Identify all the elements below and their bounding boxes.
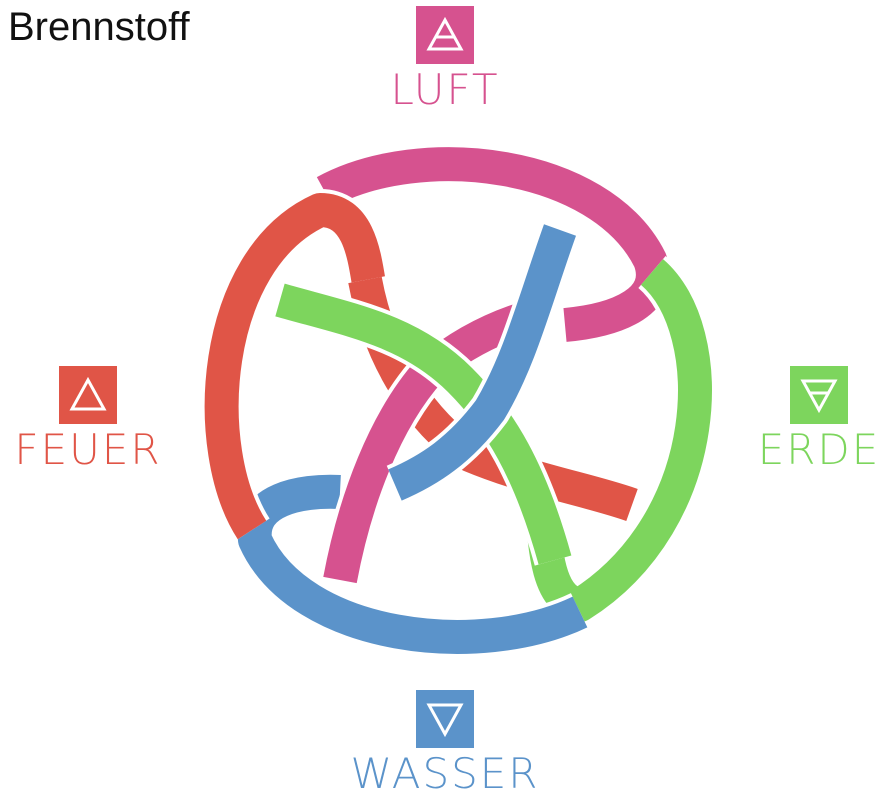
erde-label: ERDE [757, 425, 881, 474]
element-erde: ERDE [756, 366, 882, 476]
wasser-band-inner [386, 222, 580, 505]
erde-band-inner [274, 279, 576, 566]
air-triangle-icon [416, 6, 474, 64]
luft-band-inner [319, 300, 527, 584]
luft-band-arc [314, 143, 674, 346]
wasser-band-arc [233, 470, 590, 658]
water-triangle-icon [416, 690, 474, 748]
element-wasser: WASSER [340, 690, 550, 800]
page-title: Brennstoff [8, 5, 190, 49]
element-feuer: FEUER [8, 366, 168, 476]
feuer-band-arc [200, 189, 393, 542]
fire-triangle-icon [59, 366, 117, 424]
earth-triangle-icon [790, 366, 848, 424]
wasser-label: WASSER [350, 749, 540, 798]
luft-label: LUFT [390, 65, 500, 114]
element-luft: LUFT [355, 6, 535, 116]
feuer-label: FEUER [14, 425, 162, 474]
